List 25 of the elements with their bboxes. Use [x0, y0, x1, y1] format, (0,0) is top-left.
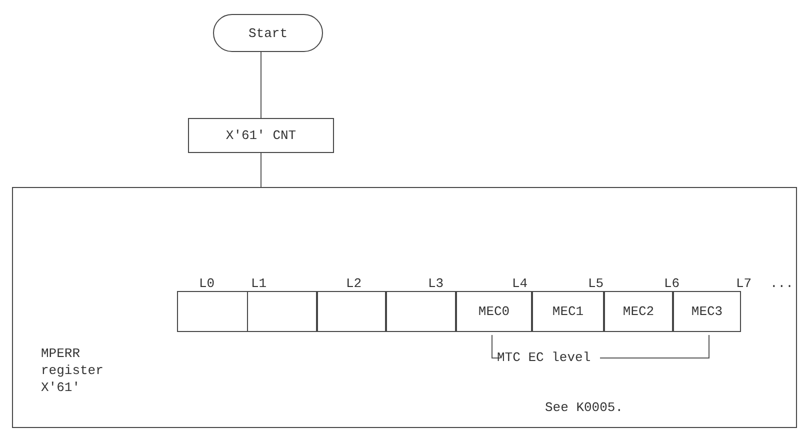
bit-label: L6	[664, 276, 680, 291]
bit-label: L7	[736, 276, 752, 291]
register-cell	[386, 291, 456, 332]
register-cell: MEC1	[532, 291, 604, 332]
connector-line	[260, 52, 262, 118]
register-cell: MEC0	[456, 291, 532, 332]
register-name: MPERR register X'61'	[41, 345, 104, 396]
register-cell: MEC2	[604, 291, 673, 332]
start-terminal: Start	[213, 14, 323, 52]
bracket-label: MTC EC level	[497, 350, 591, 365]
register-cell: MEC3	[673, 291, 741, 332]
bit-label: L0	[199, 276, 215, 291]
register-cell	[177, 291, 248, 332]
bit-label: L3	[428, 276, 444, 291]
bit-label: L1	[251, 276, 267, 291]
bit-label: L2	[346, 276, 362, 291]
register-cell	[247, 291, 317, 332]
connector-line	[260, 152, 262, 188]
register-cell	[317, 291, 386, 332]
bit-label: L5	[588, 276, 604, 291]
bit-label: L4	[512, 276, 528, 291]
ellipsis: ...	[770, 276, 794, 291]
note: See K0005.	[545, 400, 624, 415]
process-box: X'61' CNT	[188, 118, 334, 153]
register-panel	[12, 187, 797, 428]
